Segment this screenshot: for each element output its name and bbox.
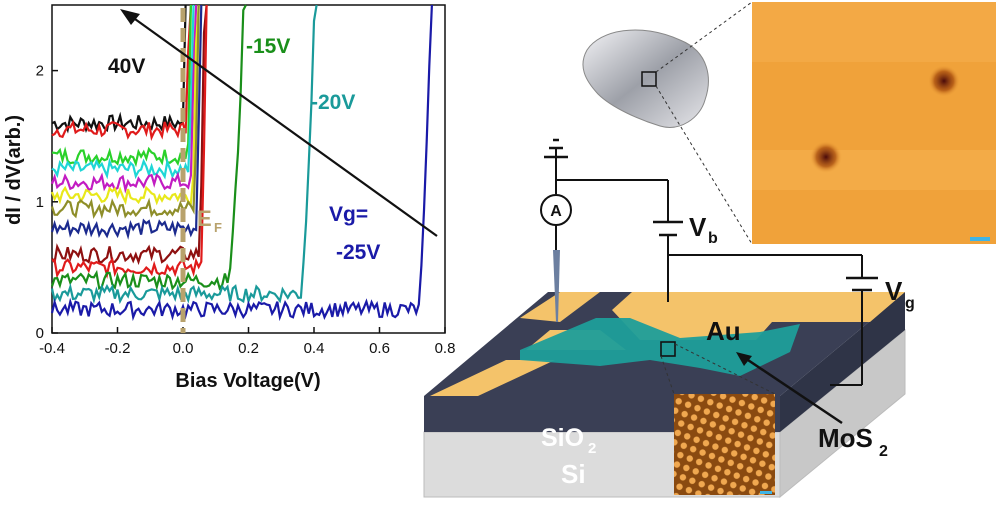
ammeter-icon: [540, 194, 572, 226]
y-axis-label: dI / dV(arb.): [3, 115, 25, 225]
series-line-3: [51, 4, 195, 180]
vg-label: V: [885, 276, 903, 306]
zoom-leader-bottom: [655, 85, 753, 245]
label-fermi: E: [197, 206, 212, 231]
gold-electrode-top: [612, 292, 905, 340]
defect-spot-2: [810, 141, 842, 173]
mos2-pointer-arrow: [741, 354, 843, 425]
mos2-pointer-arrowhead: [736, 352, 752, 366]
series-line-8: [51, 4, 208, 266]
sio2-label: SiO: [541, 424, 584, 452]
si-label: Si: [561, 459, 586, 489]
series-line-0: [51, 4, 187, 134]
series-line-7: [50, 4, 203, 240]
label-vg-line2: -25V: [336, 241, 380, 264]
vb-label: V: [689, 212, 707, 242]
gate-trend-arrow: [127, 13, 438, 237]
gold-lead-bottom-1: [430, 360, 555, 396]
label-vg-line1: Vg=: [329, 203, 368, 226]
y-tick-label: 2: [36, 63, 44, 80]
x-tick-label: -0.2: [105, 340, 131, 357]
x-axis-label: Bias Voltage(V): [175, 370, 320, 392]
mos2-flake: [520, 318, 800, 376]
gold-lead-left: [520, 292, 600, 322]
zoom-box-mos2: [660, 341, 676, 357]
vg-label-sub: g: [905, 295, 915, 312]
x-tick-label: -0.4: [39, 340, 65, 357]
dIdV-chart: -0.4 -0.2 0.0 0.2 0.4 0.6 0.8 0 1 2 40V -15V -20V…: [3, 4, 456, 392]
y-tick-label: 0: [36, 325, 44, 342]
defect-spot-1: [928, 65, 960, 97]
device-schematic: A V b V g Au MoS 2 SiO 2 Si: [423, 138, 915, 499]
x-tick-label: 0.2: [238, 340, 259, 357]
x-tick-label: 0.4: [304, 340, 325, 357]
au-label: Au: [706, 316, 741, 346]
x-tick-label: 0.6: [369, 340, 390, 357]
series-line-6: [50, 4, 200, 220]
ammeter-label: A: [550, 203, 562, 220]
x-tick-label: 0.8: [435, 340, 456, 357]
zoom-box-flake: [641, 71, 657, 87]
x-tick-label: 0.0: [173, 340, 194, 357]
scale-bar-topography: [970, 237, 990, 241]
series-line-10: [50, 4, 247, 292]
label-minus15V: -15V: [246, 35, 290, 58]
zoom-leader-right: [674, 343, 776, 395]
series-line-12: [50, 4, 433, 322]
label-minus20V: -20V: [311, 91, 355, 114]
label-40V: 40V: [108, 55, 145, 78]
vb-label-sub: b: [708, 230, 718, 247]
zoom-leader-left: [660, 355, 675, 395]
oxide-layer-side: [780, 292, 905, 432]
topography-band: [752, 2, 996, 62]
gate-trend-arrowhead: [120, 9, 140, 25]
stm-tip: [553, 250, 560, 322]
mos2-label: MoS: [818, 423, 873, 453]
sio2-label-sub: 2: [588, 440, 596, 457]
y-tick-label: 1: [36, 194, 44, 211]
topography-band-2: [752, 150, 996, 190]
series-layer: [50, 4, 433, 322]
atomic-resolution-image: [674, 394, 775, 495]
scale-bar-atomic: [760, 491, 772, 494]
zoom-leader-top: [655, 1, 753, 73]
series-line-4: [50, 4, 198, 194]
crystal-flake-photo: [582, 29, 709, 128]
series-line-1: [51, 4, 192, 142]
stm-topography-panel: [582, 1, 996, 245]
series-line-5: [50, 4, 200, 206]
label-fermi-sub: F: [214, 220, 222, 235]
mos2-label-sub: 2: [879, 443, 888, 460]
